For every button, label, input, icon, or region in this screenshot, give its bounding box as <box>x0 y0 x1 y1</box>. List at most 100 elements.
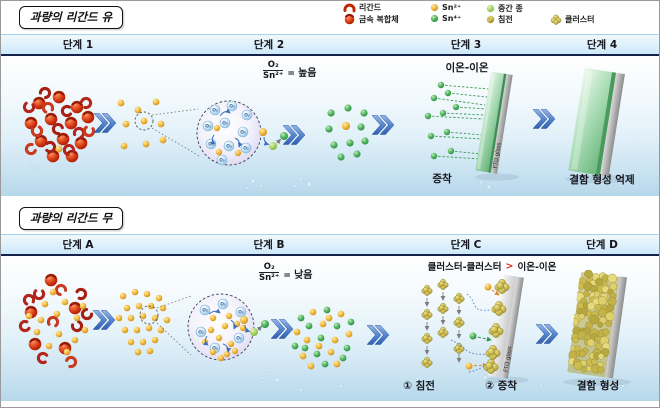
sn2-ion <box>139 338 147 346</box>
o2-molecule-label: O₂ <box>205 124 211 130</box>
sn2-ion <box>134 348 142 356</box>
sn2-ion <box>115 314 123 322</box>
ratio-denominator: Sn²⁺ <box>259 272 280 284</box>
legend-item-label: Sn²⁺ <box>442 3 462 12</box>
legend-item-cluster: 클러스터 <box>550 14 594 25</box>
ratio-numerator: O₂ <box>267 60 279 70</box>
complex-and-ion-mixture <box>18 273 94 369</box>
ligand-icon <box>22 293 36 307</box>
bubble <box>306 181 312 187</box>
metal-complex-cluster <box>22 86 96 163</box>
oxidation-transition <box>240 316 269 336</box>
sn2-ion <box>207 326 215 334</box>
decorative-bubbles <box>261 371 625 393</box>
ligand-icon <box>54 283 68 297</box>
sn2-ion <box>71 336 79 344</box>
cluster-deposition-trails <box>450 283 500 373</box>
sn4-ion <box>343 344 351 352</box>
sn2-ion <box>41 300 49 308</box>
dense-sn2-cluster <box>115 288 171 356</box>
sn2-ion <box>331 336 339 344</box>
o2-molecule-label: O₂ <box>208 142 214 148</box>
o2-molecule-label: O₂ <box>243 146 249 152</box>
sn2-ion <box>143 290 151 298</box>
cluster-particle <box>483 359 499 374</box>
sn2-ion <box>259 128 267 136</box>
sn2-ion <box>223 350 231 358</box>
cluster-particle <box>597 321 604 328</box>
legend: 리간드 금속 복합체 Sn²⁺ Sn⁴⁺ 중간 종 침전 클러스터 <box>1 1 659 33</box>
cluster-particle <box>605 320 612 327</box>
o2-molecule-label: O₂ <box>226 144 232 150</box>
o2-molecule-label: O₂ <box>212 346 218 352</box>
sn4-ion <box>361 137 369 145</box>
deposition-label: 증착 <box>432 173 452 185</box>
sn2-ion <box>131 288 139 296</box>
sn4-ion <box>346 139 354 147</box>
stage-header-D: 단계 D <box>586 239 618 251</box>
sn2-ion <box>155 294 163 302</box>
o2-molecule: O₂ <box>199 304 211 316</box>
oxidation-transition <box>259 128 288 150</box>
cluster-particle <box>453 342 465 354</box>
cluster-particle <box>606 304 615 312</box>
cluster-particle <box>485 345 501 360</box>
sn4-ion <box>305 322 313 330</box>
magnifier-circle <box>134 111 154 131</box>
cluster-particle <box>421 332 433 344</box>
metal-complex <box>44 273 58 287</box>
sn2-ion <box>325 314 333 322</box>
stage-header-4: 단계 4 <box>586 39 618 51</box>
ratio-equals: = <box>287 68 295 79</box>
sn2-ion <box>142 140 150 148</box>
ratio-value: 낮음 <box>294 269 313 281</box>
o2-molecule: O₂ <box>216 154 228 166</box>
cluster-particle <box>572 336 579 344</box>
sn4-ion <box>337 153 345 161</box>
sn2-ion <box>61 298 69 306</box>
sn2-ion <box>73 314 81 322</box>
sn2-ion <box>117 99 125 107</box>
sn4-ion <box>357 123 365 131</box>
sn2-ion <box>33 328 41 336</box>
ligand-icon <box>62 143 76 157</box>
substrate-shadow <box>475 173 519 181</box>
deposition-label-2: ② 증착 <box>485 380 517 392</box>
intermediate-species <box>250 328 258 336</box>
bubble <box>547 389 551 393</box>
bubble <box>250 178 256 184</box>
sn2-ion <box>81 326 89 334</box>
cluster-particle <box>488 323 504 338</box>
legend-item-sn4: Sn⁴⁺ <box>430 14 461 23</box>
sn2-ion <box>327 348 335 356</box>
sn2-ion <box>315 342 323 350</box>
magnifier-cone <box>156 295 192 356</box>
glass-back <box>599 72 625 177</box>
ligand-icon <box>32 287 46 301</box>
cluster-particle <box>591 358 598 365</box>
legend-item-metal-complex: 금속 복합체 <box>343 13 399 25</box>
ligand-icon <box>79 96 93 110</box>
bubble <box>613 378 619 384</box>
sn2-ion <box>63 348 71 356</box>
cluster-particle <box>491 301 507 316</box>
legend-item-label: Sn⁴⁺ <box>442 14 462 23</box>
o2-molecule: O₂ <box>202 120 214 132</box>
bubble <box>610 178 616 184</box>
film-sheen <box>571 70 594 170</box>
metal-complex-icon <box>344 13 355 25</box>
ratio-numerator: O₂ <box>263 262 275 272</box>
intermediate-species <box>269 142 277 150</box>
o2-molecule-label: O₂ <box>198 330 204 336</box>
sn2-ion <box>231 347 239 355</box>
comparator-gt: > <box>505 260 514 272</box>
o2-molecule-label: O₂ <box>202 308 208 314</box>
ratio-value: 높음 <box>298 67 317 79</box>
bubble <box>539 383 543 387</box>
sn4-ion <box>347 318 355 326</box>
ligand-icon <box>30 124 44 138</box>
sn4-ion <box>427 132 435 140</box>
substrate-label: FTO glass <box>493 142 503 169</box>
bubble <box>298 176 304 182</box>
